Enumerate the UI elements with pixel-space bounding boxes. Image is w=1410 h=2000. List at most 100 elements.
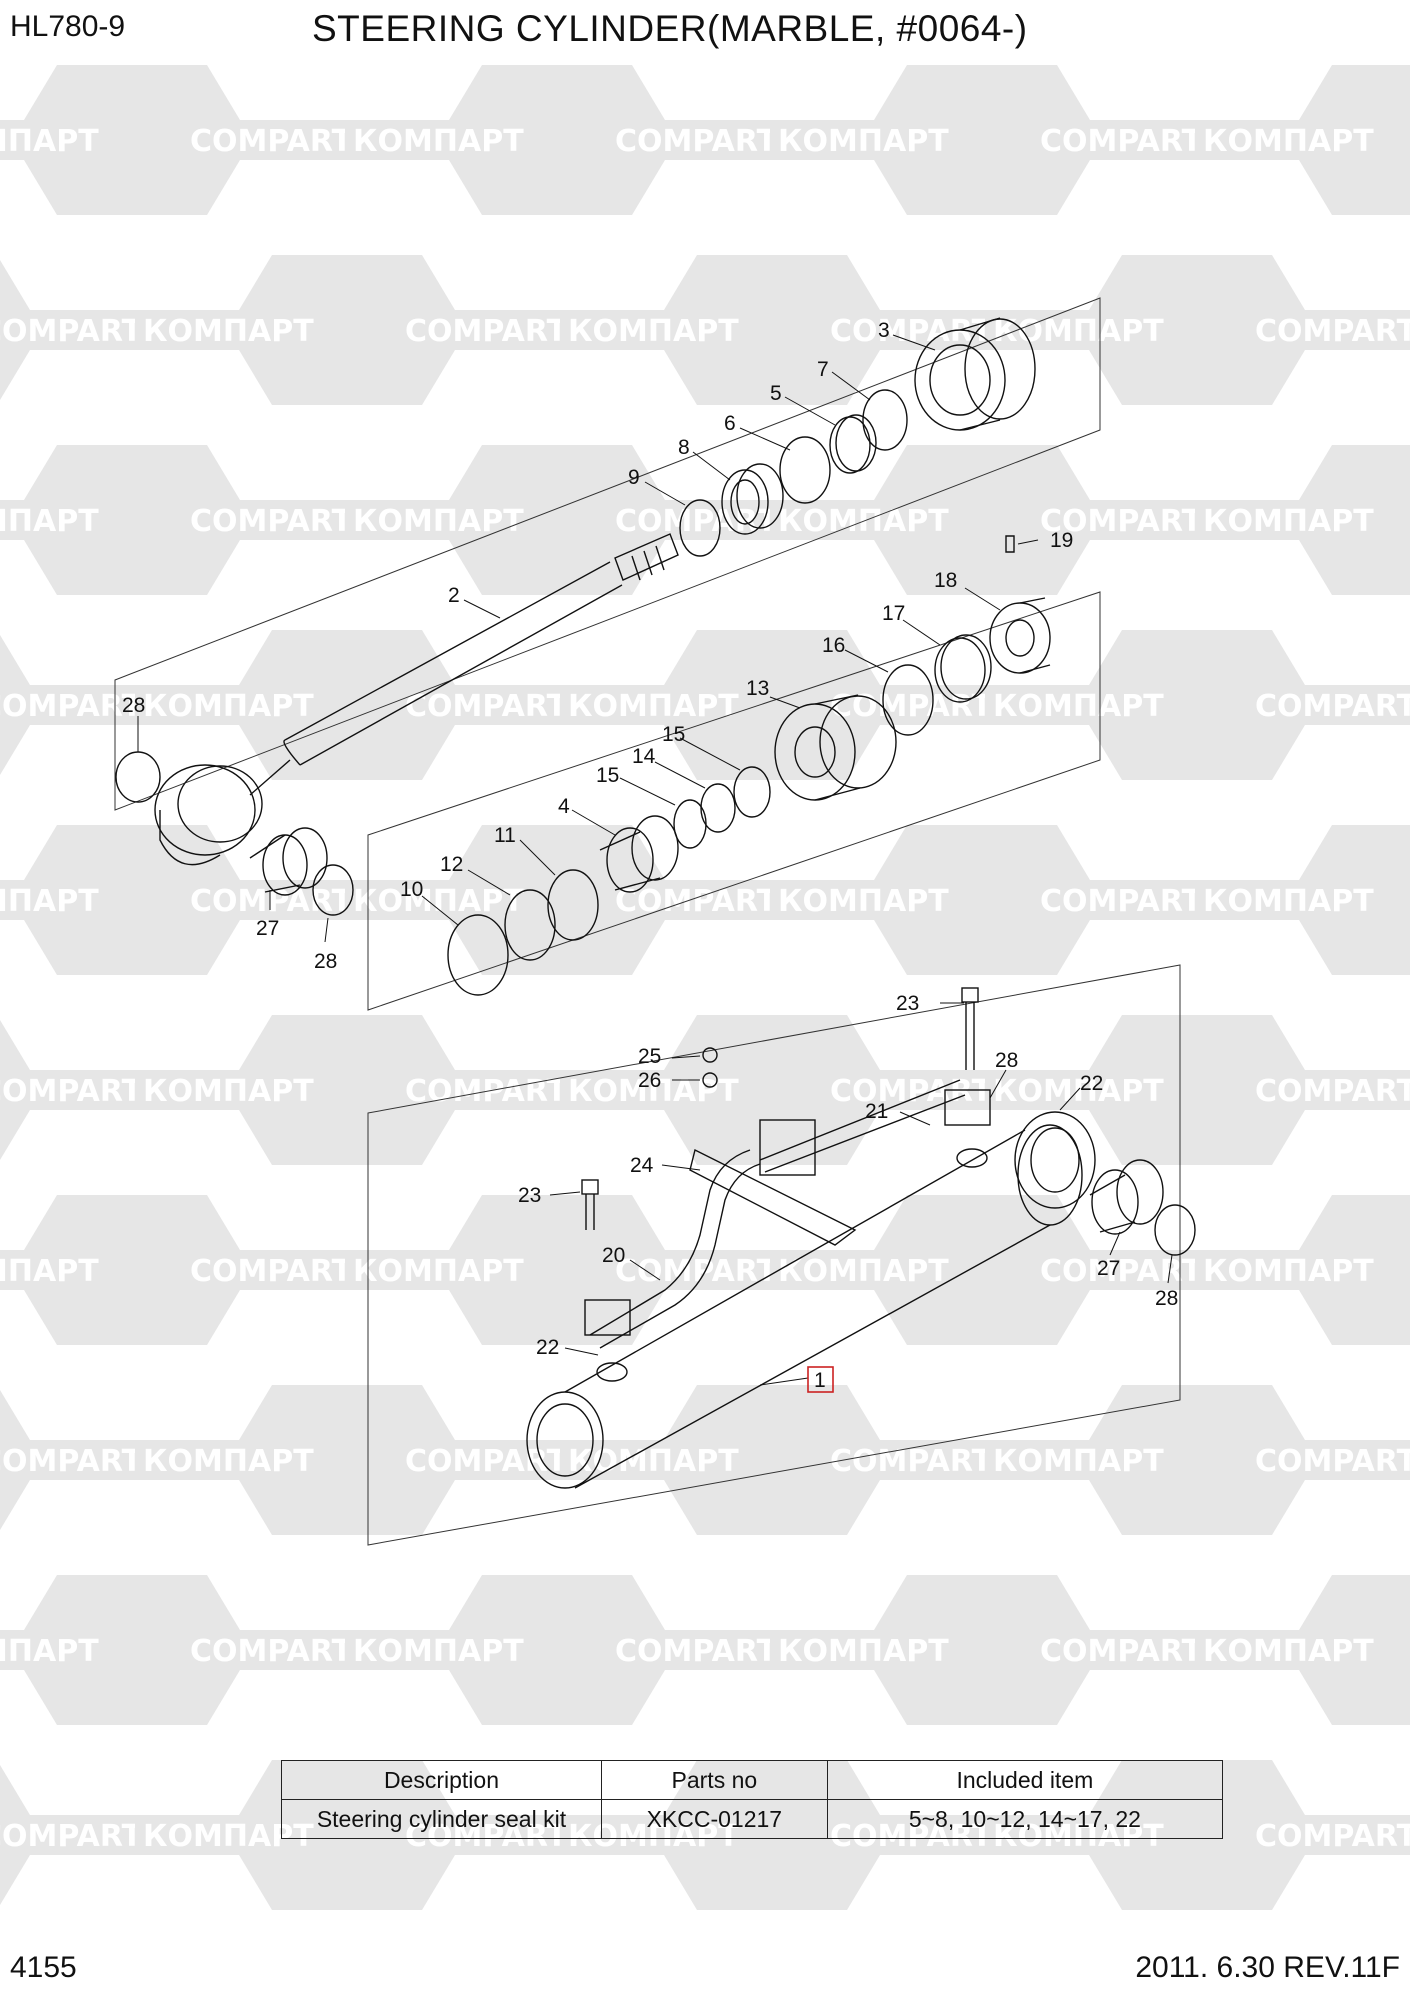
watermark-text: КОМПАРТ bbox=[0, 124, 99, 159]
callout-27: 27 bbox=[256, 917, 279, 940]
watermark-text: COMPART bbox=[1255, 1074, 1410, 1109]
part-1-tube bbox=[526, 1111, 1096, 1489]
watermark-text: КОМПАРТ bbox=[143, 1074, 314, 1109]
callout-19: 19 bbox=[1050, 529, 1073, 552]
watermark-text: COMPART bbox=[830, 1444, 993, 1479]
callout-20: 20 bbox=[602, 1244, 625, 1267]
watermark-text: КОМПАРТ bbox=[0, 504, 99, 539]
callout-17: 17 bbox=[882, 602, 905, 625]
table-header-cell: Parts no bbox=[600, 1760, 828, 1800]
watermark-tile: КОМПАРТ COMPART bbox=[985, 1015, 1410, 1165]
part-11-ring bbox=[547, 869, 599, 941]
watermark-text: COMPART bbox=[1255, 1819, 1410, 1854]
part-28-ring-lower-right bbox=[1154, 1204, 1196, 1256]
part-20-pipe bbox=[584, 1149, 761, 1349]
watermark-text: COMPART bbox=[830, 314, 993, 349]
callout-10: 10 bbox=[400, 878, 423, 901]
watermark-text: КОМПАРТ bbox=[353, 124, 524, 159]
part-2-rod bbox=[154, 533, 679, 866]
watermark-text: КОМПАРТ bbox=[143, 1444, 314, 1479]
part-27-bushing-left bbox=[249, 827, 328, 896]
watermark-text: КОМПАРТ bbox=[143, 314, 314, 349]
leader-lines bbox=[137, 334, 1173, 1386]
callout-2: 2 bbox=[448, 584, 460, 607]
watermark-text: COMPART bbox=[190, 504, 353, 539]
watermark-text: КОМПАРТ bbox=[1203, 504, 1374, 539]
watermark-text: КОМПАРТ bbox=[568, 314, 739, 349]
part-16-ring bbox=[882, 664, 934, 736]
callout-16: 16 bbox=[822, 634, 845, 657]
part-25-nut bbox=[702, 1047, 718, 1063]
watermark-text: КОМПАРТ bbox=[993, 1074, 1164, 1109]
table-header-row: Description Parts no Included item bbox=[281, 1760, 1224, 1800]
watermark-text: КОМПАРТ bbox=[143, 689, 314, 724]
callout-6: 6 bbox=[724, 412, 736, 435]
callout-5: 5 bbox=[770, 382, 782, 405]
callout-28: 28 bbox=[122, 694, 145, 717]
watermark-text: КОМПАРТ bbox=[568, 689, 739, 724]
watermark-text: COMPART bbox=[0, 1819, 143, 1854]
watermark-text: COMPART bbox=[190, 124, 353, 159]
part-21-pipe bbox=[759, 1079, 991, 1173]
callout-12: 12 bbox=[440, 853, 463, 876]
callout-23: 23 bbox=[896, 992, 919, 1015]
callout-15b: 15 bbox=[596, 764, 619, 787]
watermark-text: COMPART bbox=[1255, 689, 1410, 724]
watermark-text: COMPART bbox=[830, 1074, 993, 1109]
watermark-text: COMPART bbox=[0, 314, 143, 349]
part-1-highlight-box bbox=[807, 1366, 834, 1393]
part-7-ring bbox=[862, 389, 908, 451]
part-15-ring-lower bbox=[673, 799, 707, 849]
watermark-text: COMPART bbox=[1040, 504, 1203, 539]
part-10-ring bbox=[447, 914, 509, 996]
watermark-text: КОМПАРТ bbox=[1203, 1254, 1374, 1289]
callout-27b: 27 bbox=[1097, 1257, 1120, 1280]
seal-kit-table: Description Parts no Included item Steer… bbox=[281, 1760, 1224, 1839]
rod-group-frame bbox=[114, 297, 1101, 811]
watermark-text: COMPART bbox=[615, 1254, 778, 1289]
part-19-setscrew bbox=[1005, 535, 1015, 553]
watermark-text: КОМПАРТ bbox=[993, 689, 1164, 724]
revision-date: 2011. 6.30 REV.11F bbox=[1135, 1951, 1400, 1984]
watermark-text: КОМПАРТ bbox=[993, 1444, 1164, 1479]
part-22-flange-upper bbox=[956, 1148, 988, 1168]
callout-21: 21 bbox=[865, 1100, 888, 1123]
callout-25: 25 bbox=[638, 1045, 661, 1068]
watermark-text: COMPART bbox=[190, 1634, 353, 1669]
page-title: STEERING CYLINDER(MARBLE, #0064-) bbox=[312, 8, 1028, 49]
watermark-text: КОМПАРТ bbox=[353, 1634, 524, 1669]
watermark-text: COMPART bbox=[1040, 124, 1203, 159]
watermark-text: COMPART bbox=[190, 1254, 353, 1289]
part-23-bolt-upper bbox=[961, 987, 979, 1070]
watermark-text: COMPART bbox=[0, 689, 143, 724]
model-number: HL780-9 bbox=[10, 10, 126, 43]
callout-22: 22 bbox=[1080, 1072, 1103, 1095]
part-27-bushing-right bbox=[1089, 1159, 1164, 1235]
watermark-text: КОМПАРТ bbox=[778, 1254, 949, 1289]
callout-3: 3 bbox=[878, 319, 890, 342]
part-4-bushing bbox=[599, 815, 679, 893]
part-12-ring bbox=[504, 889, 556, 961]
watermark-text: COMPART bbox=[1040, 884, 1203, 919]
